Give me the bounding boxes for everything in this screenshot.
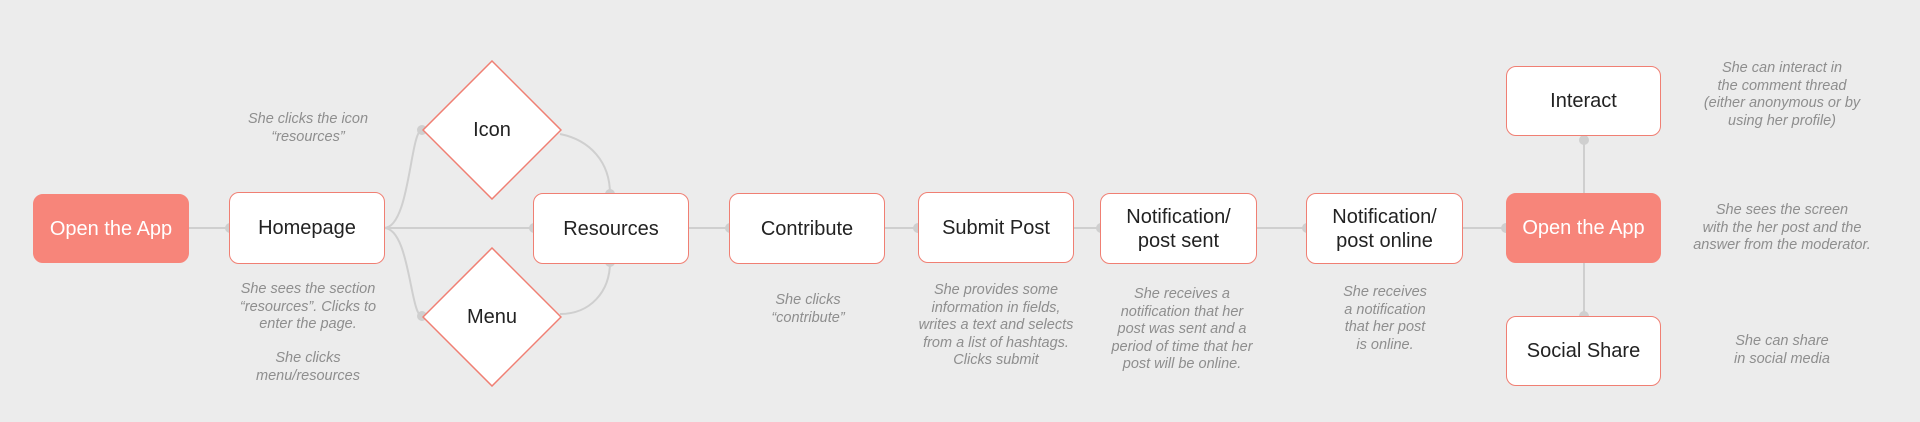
- notification-post-online-node: Notification/ post online: [1306, 193, 1463, 264]
- note-provides-info: She provides some information in fields,…: [918, 282, 1074, 368]
- note-sees-section: She sees the section “resources”. Clicks…: [239, 281, 377, 332]
- note-social-share: She can share in social media: [1734, 333, 1830, 367]
- edge-homepage-to-icon: [383, 129, 423, 229]
- note-sees-screen: She sees the screen with the her post an…: [1693, 202, 1871, 253]
- note-receives-online: She receives a notification that her pos…: [1343, 284, 1427, 353]
- note-receives-sent: She receives a notification that her pos…: [1111, 286, 1253, 372]
- menu-decision-label: Menu: [466, 305, 518, 328]
- note-interact: She can interact in the comment thread (…: [1703, 60, 1861, 129]
- open-the-app-start-node: Open the App: [33, 194, 189, 263]
- social-share-node: Social Share: [1506, 316, 1661, 386]
- notification-post-sent-node: Notification/ post sent: [1100, 193, 1257, 264]
- menu-decision-node: Menu: [422, 247, 562, 387]
- icon-decision-label: Icon: [473, 118, 511, 141]
- note-clicks-contribute: She clicks “contribute”: [771, 292, 845, 326]
- note-clicks-menu: She clicks menu/resources: [256, 350, 360, 384]
- homepage-node: Homepage: [229, 192, 385, 264]
- interact-node: Interact: [1506, 66, 1661, 136]
- submit-post-node: Submit Post: [918, 192, 1074, 263]
- note-clicks-icon: She clicks the icon “resources”: [247, 111, 369, 145]
- icon-decision-node: Icon: [422, 60, 562, 200]
- resources-node: Resources: [533, 193, 689, 264]
- edge-menu-to-resources: [559, 261, 611, 315]
- contribute-node: Contribute: [729, 193, 885, 264]
- edge-icon-to-resources: [559, 133, 611, 195]
- open-the-app-end-node: Open the App: [1506, 193, 1661, 263]
- port-dot: [1579, 135, 1589, 145]
